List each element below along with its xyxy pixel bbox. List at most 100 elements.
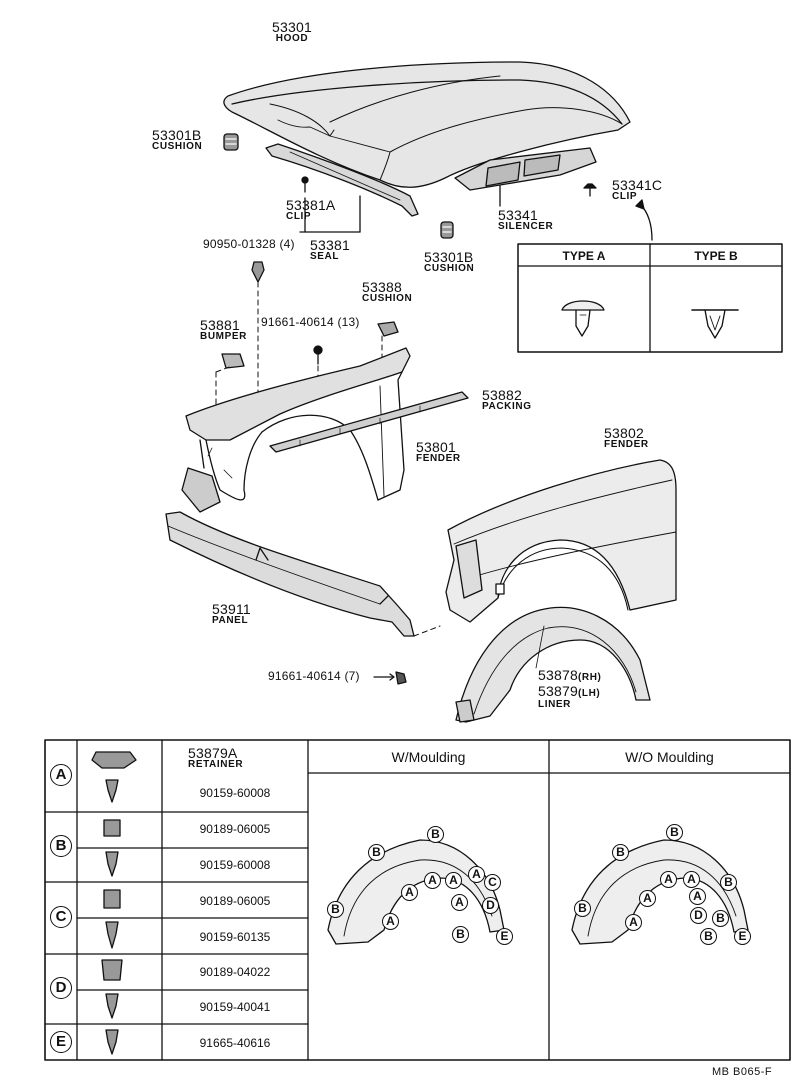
location-marker: A [382, 913, 399, 930]
group-c-marker: C [50, 906, 72, 928]
right-fender-drawing [445, 459, 677, 623]
retainer-part-number: 53879A [188, 745, 238, 761]
part-number-cell: 90189-06005 [199, 894, 271, 908]
bolt-13-drawing [313, 345, 323, 383]
seal-part-number: 53381 [310, 237, 350, 253]
panel-part-name: PANEL [212, 615, 249, 626]
clip-c-label: 53341C CLIP [612, 178, 662, 202]
location-marker: D [482, 897, 499, 914]
bolt-13-label: 91661-40614 (13) [261, 315, 360, 329]
without-moulding-header: W/O Moulding [625, 749, 714, 765]
liner-rh-part-number: 53878 [538, 667, 578, 683]
location-marker: C [484, 874, 501, 891]
cushion-label: 53301B CUSHION [152, 128, 202, 152]
location-marker: E [496, 928, 513, 945]
part-number-cell: 90189-04022 [199, 965, 271, 979]
cushion-53388-part-name: CUSHION [362, 293, 413, 304]
packing-drawing [269, 391, 469, 453]
location-marker: A [625, 914, 642, 931]
bolt-7-label: 91661-40614 (7) [268, 669, 360, 683]
location-marker: D [690, 907, 707, 924]
location-marker: B [427, 826, 444, 843]
retainer-part-name: RETAINER [188, 759, 244, 770]
liner-lh-part-number: 53879 [538, 683, 578, 699]
seal-part-name: SEAL [310, 251, 340, 262]
hood-label: 53301 HOOD [272, 20, 312, 44]
clip-a-label: 53381A CLIP [286, 198, 335, 222]
cushion-2-part-name: CUSHION [424, 263, 475, 274]
part-number-cell: 91665-40616 [199, 1036, 271, 1050]
bumper-label: 53881 BUMPER [200, 318, 247, 342]
clip-c-part-name: CLIP [612, 191, 638, 202]
location-marker: A [689, 888, 706, 905]
cushion-part-name: CUSHION [152, 141, 203, 152]
location-marker: B [452, 926, 469, 943]
location-marker: B [700, 928, 717, 945]
location-marker: A [451, 894, 468, 911]
bolt-7-drawing [373, 671, 407, 685]
location-marker: B [368, 844, 385, 861]
hood-part-number: 53301 [272, 19, 312, 35]
right-fender-part-name: FENDER [604, 439, 649, 450]
part-number-cell: 90159-60008 [199, 858, 271, 872]
silencer-label: 53341 SILENCER [498, 208, 553, 232]
silencer-part-number: 53341 [498, 207, 538, 223]
right-fender-label: 53802 FENDER [604, 426, 649, 450]
type-a-header: TYPE A [562, 249, 606, 263]
location-marker: A [445, 872, 462, 889]
type-b-header: TYPE B [694, 249, 738, 263]
left-fender-part-number: 53801 [416, 439, 456, 455]
right-fender-part-number: 53802 [604, 425, 644, 441]
liner-part-name: LINER [538, 699, 571, 710]
liner-label: 53878(RH) 53879(LH) LINER [538, 668, 601, 710]
fastener-table-grid [44, 739, 791, 1061]
left-fender-label: 53801 FENDER [416, 440, 461, 464]
group-e-marker: E [50, 1031, 72, 1053]
bumper-part-number: 53881 [200, 317, 240, 333]
location-marker: B [720, 874, 737, 891]
location-marker: E [734, 928, 751, 945]
cushion-53388-label: 53388 CUSHION [362, 280, 412, 304]
part-number-cell: 90189-06005 [199, 822, 271, 836]
retainer-label: 53879A RETAINER [188, 746, 243, 770]
bolt-drawing [251, 261, 265, 397]
fastener-icons [91, 751, 137, 1055]
bolt-90950-label: 90950-01328 (4) [203, 237, 295, 251]
liner-lh-side: (LH) [577, 688, 601, 699]
clip-a-part-number: 53381A [286, 197, 336, 213]
group-d-marker: D [50, 977, 72, 999]
cushion-53388-part-number: 53388 [362, 279, 402, 295]
packing-part-number: 53882 [482, 387, 522, 403]
packing-label: 53882 PACKING [482, 388, 532, 412]
clip-drawing [301, 176, 309, 193]
packing-part-name: PACKING [482, 401, 532, 412]
left-fender-drawing [181, 347, 411, 513]
seal-label: 53381 SEAL [310, 238, 350, 262]
group-a-marker: A [50, 764, 72, 786]
cushion-drawing [223, 133, 239, 151]
cushion-part-number: 53301B [152, 127, 202, 143]
location-marker: B [612, 844, 629, 861]
part-number-cell: 90159-60135 [199, 930, 271, 944]
part-number-cell: 90159-40041 [199, 1000, 271, 1014]
location-marker: A [468, 866, 485, 883]
location-marker: A [401, 884, 418, 901]
location-marker: B [666, 824, 683, 841]
clip-type-box [517, 243, 783, 353]
diagram-code: MB B065-F [712, 1066, 773, 1078]
clip-a-part-name: CLIP [286, 211, 312, 222]
clip-c-drawing [583, 183, 653, 241]
part-number-cell: 90159-60008 [199, 786, 271, 800]
without-moulding-liner-drawing [571, 839, 749, 945]
cushion-drawing-2 [440, 221, 454, 239]
location-marker: A [639, 890, 656, 907]
liner-rh-side: (RH) [577, 672, 602, 683]
location-marker: B [574, 900, 591, 917]
silencer-part-name: SILENCER [498, 221, 554, 232]
location-marker: A [424, 872, 441, 889]
panel-drawing [165, 511, 441, 637]
clip-c-part-number: 53341C [612, 177, 663, 193]
seal-drawing [265, 143, 419, 233]
bumper-part-name: BUMPER [200, 331, 247, 342]
